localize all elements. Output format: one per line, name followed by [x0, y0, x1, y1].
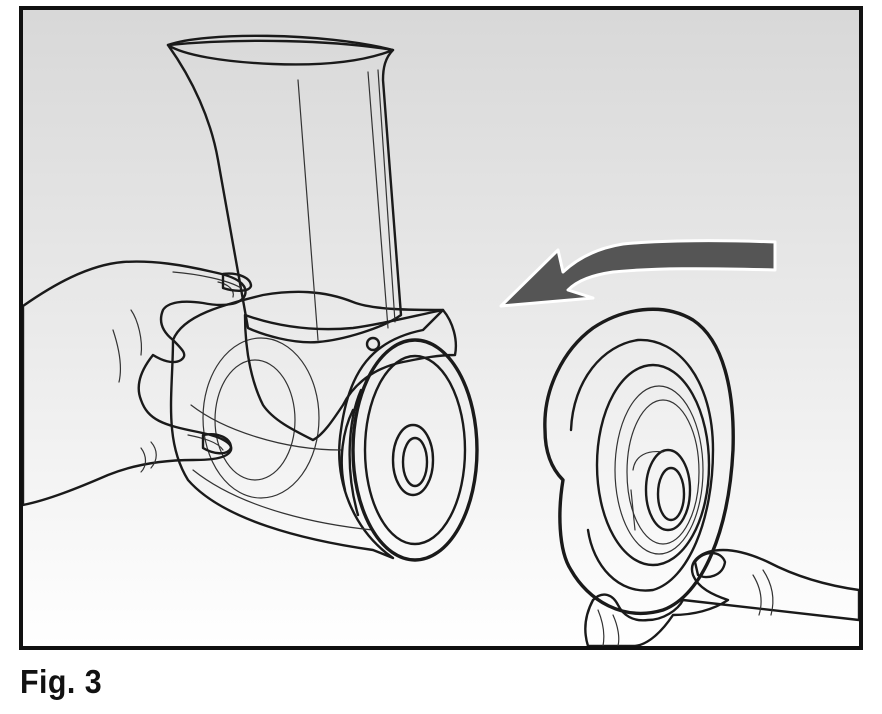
assembly-illustration [23, 10, 859, 646]
figure-caption: Fig. 3 [20, 662, 102, 702]
illustration-frame [19, 6, 863, 650]
